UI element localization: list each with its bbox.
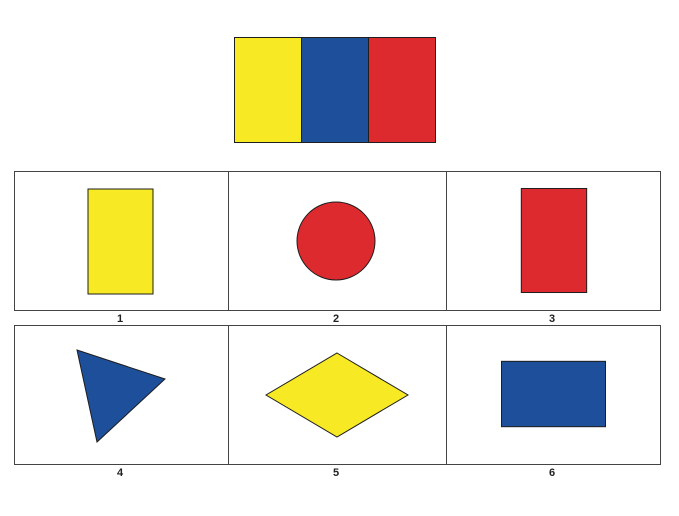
option-label-1: 1 [116, 313, 124, 325]
red-rectangle-icon [520, 187, 588, 294]
option-label-2: 2 [332, 313, 340, 325]
yellow-diamond-icon [265, 352, 409, 438]
option-2[interactable] [228, 172, 446, 310]
option-label-6: 6 [548, 467, 556, 479]
option-5[interactable] [228, 326, 446, 464]
yellow-rectangle-icon [87, 188, 154, 295]
option-4[interactable] [15, 326, 228, 464]
option-label-4: 4 [116, 467, 124, 479]
options-row-top [14, 171, 661, 311]
option-3[interactable] [446, 172, 660, 310]
option-label-5: 5 [332, 467, 340, 479]
option-label-3: 3 [548, 313, 556, 325]
flag-stripe-blue [301, 38, 368, 142]
option-6[interactable] [446, 326, 660, 464]
red-circle-icon [296, 201, 376, 281]
flag-stripe-yellow [235, 38, 301, 142]
target-flag [234, 37, 436, 143]
blue-triangle-icon [76, 349, 166, 443]
options-row-bottom [14, 325, 661, 465]
flag-stripe-red [368, 38, 435, 142]
option-1[interactable] [15, 172, 228, 310]
blue-rectangle-icon [500, 360, 607, 428]
